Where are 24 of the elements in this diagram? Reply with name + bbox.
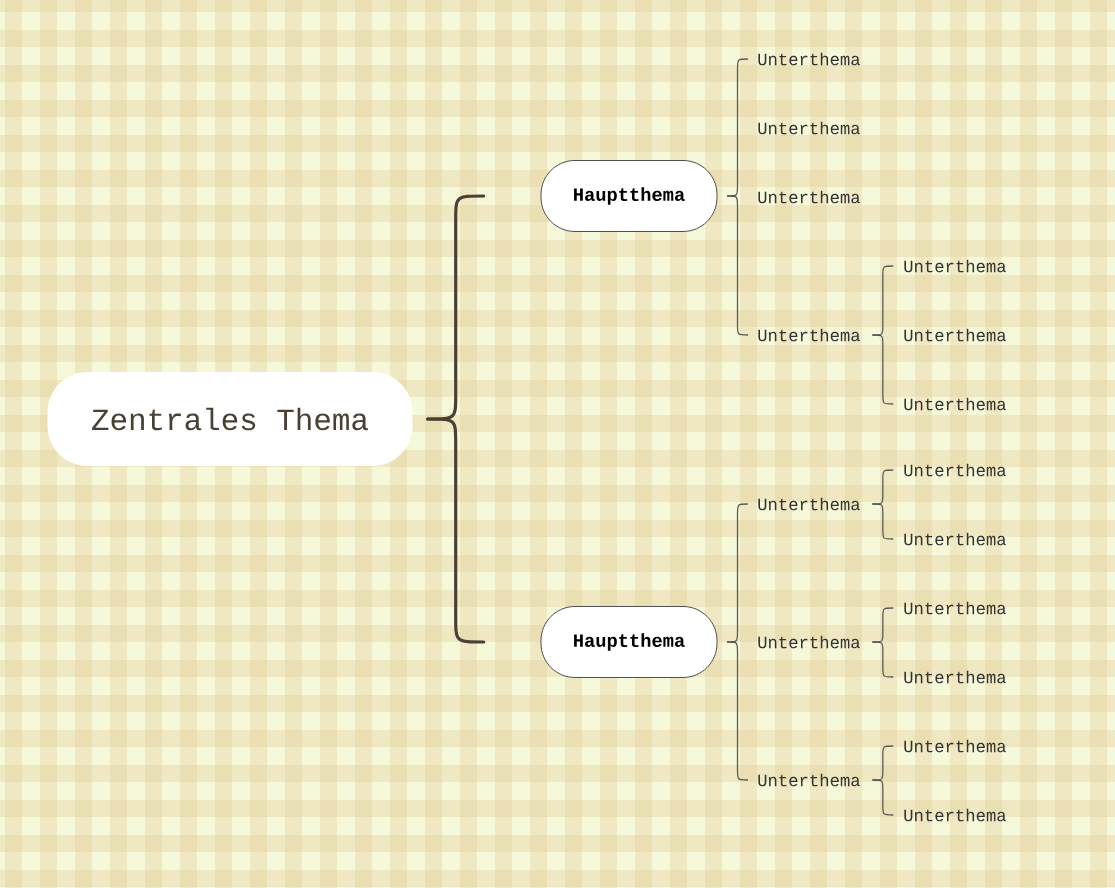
brace-connector xyxy=(872,779,894,816)
subtopic-text: Unterthema xyxy=(904,259,1007,273)
subtopic-text: Unterthema xyxy=(904,532,1007,546)
subtopic-text: Unterthema xyxy=(758,497,861,511)
subtopic-text: Unterthema xyxy=(758,190,861,204)
main-topic-box: Hauptthema xyxy=(540,160,718,232)
brace-connector xyxy=(872,641,894,678)
subtopic-text: Unterthema xyxy=(904,670,1007,684)
brace-connector xyxy=(872,503,894,540)
subtopic-text: Unterthema xyxy=(904,601,1007,615)
subtopic-text: Unterthema xyxy=(758,635,861,649)
subtopic-text: Unterthema xyxy=(758,52,861,66)
subtopic-text: Unterthema xyxy=(904,397,1007,411)
subtopic-text: Unterthema xyxy=(904,463,1007,477)
subtopic-text: Unterthema xyxy=(758,121,861,135)
subtopic-text: Unterthema xyxy=(758,773,861,787)
central-topic-box: Zentrales Thema xyxy=(47,372,413,466)
brace-connector xyxy=(426,417,486,644)
subtopic-text: Unterthema xyxy=(758,328,861,342)
main-topic-box: Hauptthema xyxy=(540,606,718,678)
subtopic-text: Unterthema xyxy=(904,808,1007,822)
subtopic-text: Unterthema xyxy=(904,739,1007,753)
brace-connector xyxy=(726,641,749,781)
subtopic-text: Unterthema xyxy=(904,328,1007,342)
